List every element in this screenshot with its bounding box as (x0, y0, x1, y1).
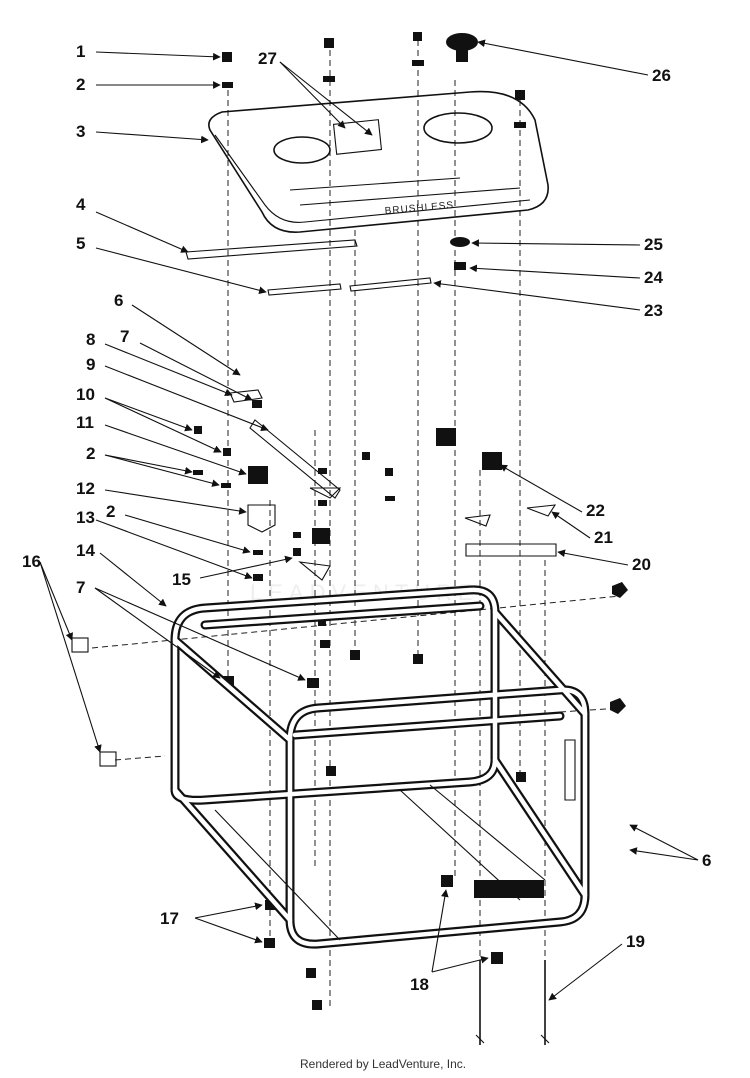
callout-12: 12 (76, 479, 95, 498)
callout-2: 2 (76, 75, 85, 94)
callout-5: 5 (76, 234, 85, 253)
callout-7: 7 (120, 327, 129, 346)
leader-lines (39, 39, 699, 1001)
fuel-tank: BRUSHLESS (208, 90, 549, 233)
threaded-rods (475, 960, 550, 1045)
callout-8: 8 (86, 330, 95, 349)
callout-11: 11 (76, 413, 94, 432)
callout-7b: 7 (76, 578, 85, 597)
callout-6: 6 (114, 291, 123, 310)
callout-6b: 6 (702, 851, 711, 870)
callout-17: 17 (160, 909, 179, 928)
tank-stamp: BRUSHLESS (384, 200, 454, 217)
callout-1: 1 (76, 42, 85, 61)
callout-24: 24 (644, 268, 663, 287)
callout-2b: 2 (86, 444, 95, 463)
callout-25: 25 (644, 235, 663, 254)
footer-credit: Rendered by LeadVenture, Inc. (300, 1057, 466, 1071)
callout-26: 26 (652, 66, 671, 85)
callout-14: 14 (76, 541, 95, 560)
tube-frame (170, 585, 590, 949)
callout-19: 19 (626, 932, 645, 951)
rods-and-brackets (185, 239, 576, 801)
callout-4: 4 (76, 195, 86, 214)
callout-18: 18 (410, 975, 429, 994)
callout-13: 13 (76, 508, 95, 527)
callout-15: 15 (172, 570, 191, 589)
callout-20: 20 (632, 555, 651, 574)
hardware-parts (71, 32, 628, 1010)
callout-10: 10 (76, 385, 95, 404)
fuel-cap (446, 33, 478, 62)
callout-22: 22 (586, 501, 605, 520)
callout-16: 16 (22, 552, 41, 571)
callout-3: 3 (76, 122, 85, 141)
callout-23: 23 (644, 301, 663, 320)
callout-2c: 2 (106, 502, 115, 521)
callouts: 1 2 3 4 5 6 7 8 9 10 11 2 12 13 2 14 15 … (22, 42, 711, 994)
callout-9: 9 (86, 355, 95, 374)
callout-21: 21 (594, 528, 613, 547)
callout-27: 27 (258, 49, 277, 68)
